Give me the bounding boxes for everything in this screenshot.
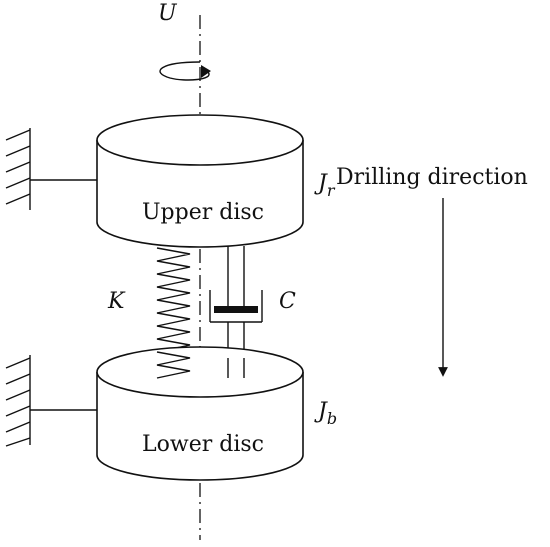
- upper-disc-label: Upper disc: [142, 200, 264, 225]
- damping-label: C: [279, 289, 296, 314]
- lower-wall-hatch: [5, 355, 31, 447]
- spring-bottom-coils: [156, 351, 191, 379]
- input-label: U: [158, 1, 178, 26]
- stiffness-label: K: [107, 289, 126, 314]
- lower-disc: [96, 346, 304, 481]
- damper-rod-stubs: [227, 358, 245, 378]
- upper-inertia-label: Jr: [314, 171, 336, 200]
- upper-disc: [96, 114, 304, 248]
- upper-wall-hatch: [5, 128, 31, 210]
- drilling-direction-label: Drilling direction: [336, 165, 528, 190]
- lower-disc-label: Lower disc: [142, 432, 264, 457]
- rotation-arrow-icon: [159, 61, 211, 81]
- lower-inertia-label: Jb: [314, 399, 337, 428]
